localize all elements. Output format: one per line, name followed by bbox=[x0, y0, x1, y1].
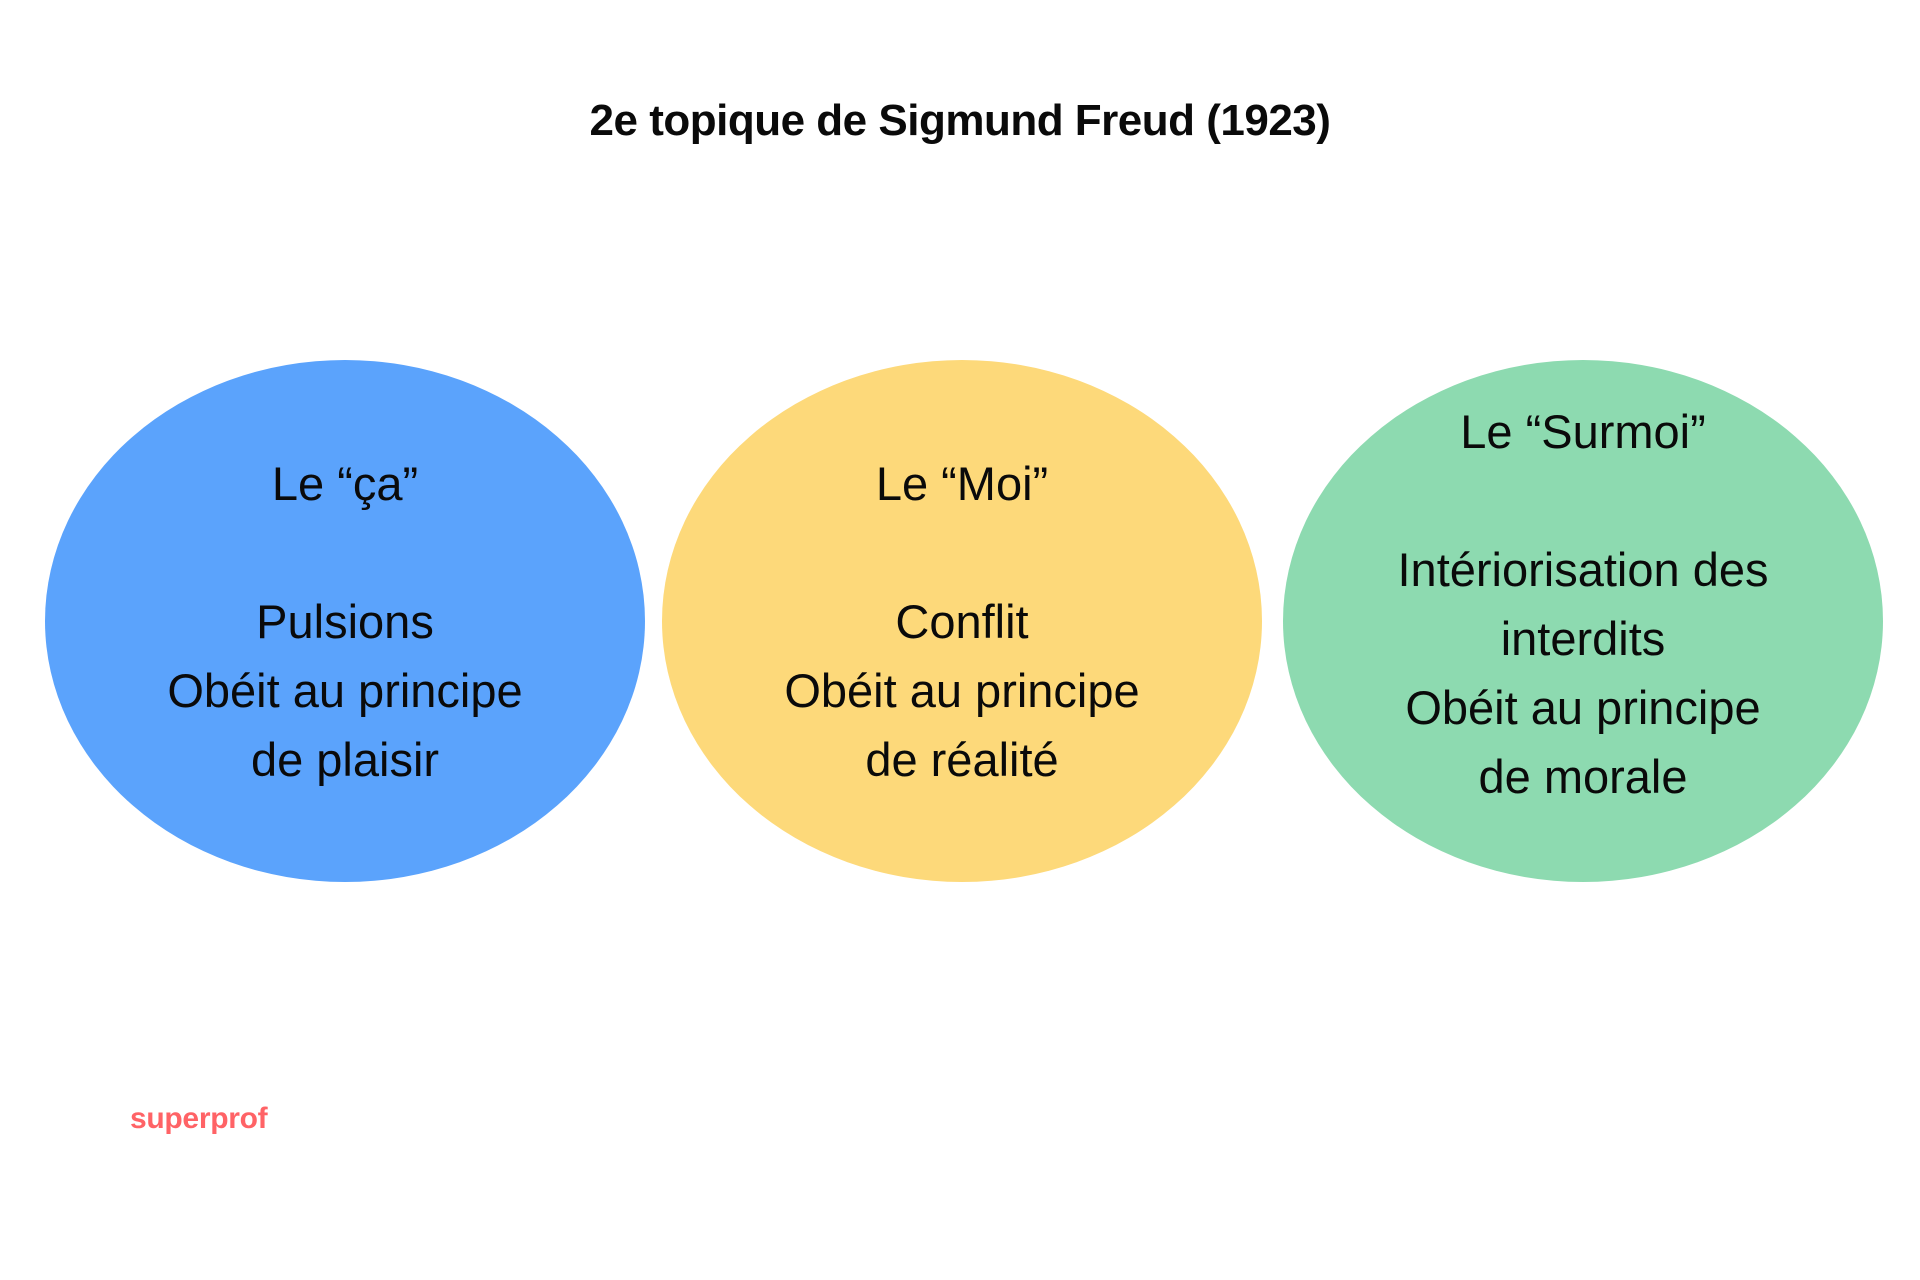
surmoi-line-1: Intériorisation des bbox=[1397, 543, 1769, 596]
ca-line-2: Obéit au principe bbox=[167, 663, 523, 717]
surmoi-line-4: de morale bbox=[1478, 750, 1688, 803]
diagram-title: 2e topique de Sigmund Freud (1923) bbox=[589, 96, 1331, 145]
ca-line-3: de plaisir bbox=[250, 732, 440, 786]
ca-ellipse: Le “ça” Pulsions Obéit au principe de pl… bbox=[45, 360, 645, 882]
surmoi-line-3: Obéit au principe bbox=[1405, 681, 1761, 734]
surmoi-ellipse: Le “Surmoi” Intériorisation des interdit… bbox=[1283, 360, 1883, 882]
moi-ellipse: Le “Moi” Conflit Obéit au principe de ré… bbox=[662, 360, 1262, 882]
moi-line-2: Obéit au principe bbox=[784, 663, 1140, 717]
surmoi-heading: Le “Surmoi” bbox=[1460, 405, 1706, 458]
moi-line-1: Conflit bbox=[895, 594, 1029, 648]
surmoi-line-2: interdits bbox=[1500, 612, 1666, 665]
superprof-logo: superprof bbox=[130, 1102, 268, 1135]
ca-heading: Le “ça” bbox=[271, 456, 419, 510]
moi-heading: Le “Moi” bbox=[875, 456, 1049, 510]
ca-line-1: Pulsions bbox=[256, 594, 434, 648]
moi-line-3: de réalité bbox=[865, 732, 1059, 786]
